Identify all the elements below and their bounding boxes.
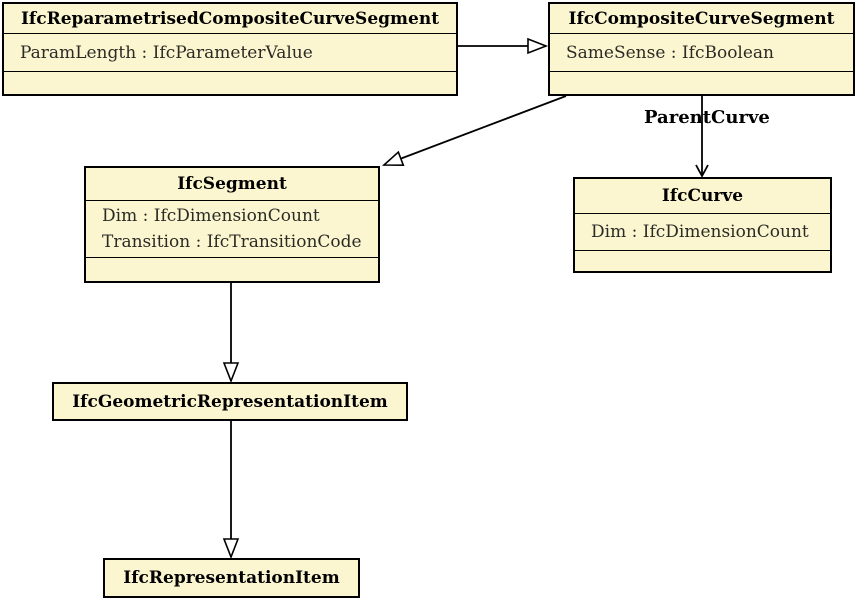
attribute: Dim : IfcDimensionCount bbox=[102, 206, 320, 226]
class-box-reparametrised-composite-curve-segment[interactable]: IfcReparametrisedCompositeCurveSegment P… bbox=[2, 2, 458, 96]
class-attributes: Dim : IfcDimensionCount Transition : Ifc… bbox=[86, 201, 378, 258]
attribute: Dim : IfcDimensionCount bbox=[591, 222, 809, 242]
class-title: IfcCurve bbox=[575, 179, 830, 214]
association-label-parentcurve: ParentCurve bbox=[644, 107, 770, 128]
class-attributes: Dim : IfcDimensionCount bbox=[575, 214, 830, 251]
class-attributes: SameSense : IfcBoolean bbox=[550, 34, 853, 72]
operations-compartment-empty bbox=[575, 251, 830, 271]
operations-compartment-empty bbox=[4, 72, 456, 94]
operations-compartment-empty bbox=[86, 258, 378, 281]
operations-compartment-empty bbox=[550, 72, 853, 94]
class-attributes: ParamLength : IfcParameterValue bbox=[4, 34, 456, 72]
attribute: Transition : IfcTransitionCode bbox=[102, 232, 362, 252]
class-box-composite-curve-segment[interactable]: IfcCompositeCurveSegment SameSense : Ifc… bbox=[548, 2, 855, 96]
attribute: ParamLength : IfcParameterValue bbox=[20, 42, 313, 63]
class-box-geometric-representation-item[interactable]: IfcGeometricRepresentationItem bbox=[52, 382, 408, 421]
class-title: IfcGeometricRepresentationItem bbox=[72, 391, 388, 412]
attribute: SameSense : IfcBoolean bbox=[566, 42, 775, 63]
class-title: IfcSegment bbox=[86, 168, 378, 201]
class-title: IfcReparametrisedCompositeCurveSegment bbox=[4, 4, 456, 34]
class-box-curve[interactable]: IfcCurve Dim : IfcDimensionCount bbox=[573, 177, 832, 273]
inheritance-arrow-compositecurvesegment-to-segment bbox=[384, 95, 567, 165]
class-title: IfcCompositeCurveSegment bbox=[550, 4, 853, 34]
class-box-segment[interactable]: IfcSegment Dim : IfcDimensionCount Trans… bbox=[84, 166, 380, 283]
class-title: IfcRepresentationItem bbox=[123, 568, 340, 588]
class-box-representation-item[interactable]: IfcRepresentationItem bbox=[103, 558, 360, 598]
